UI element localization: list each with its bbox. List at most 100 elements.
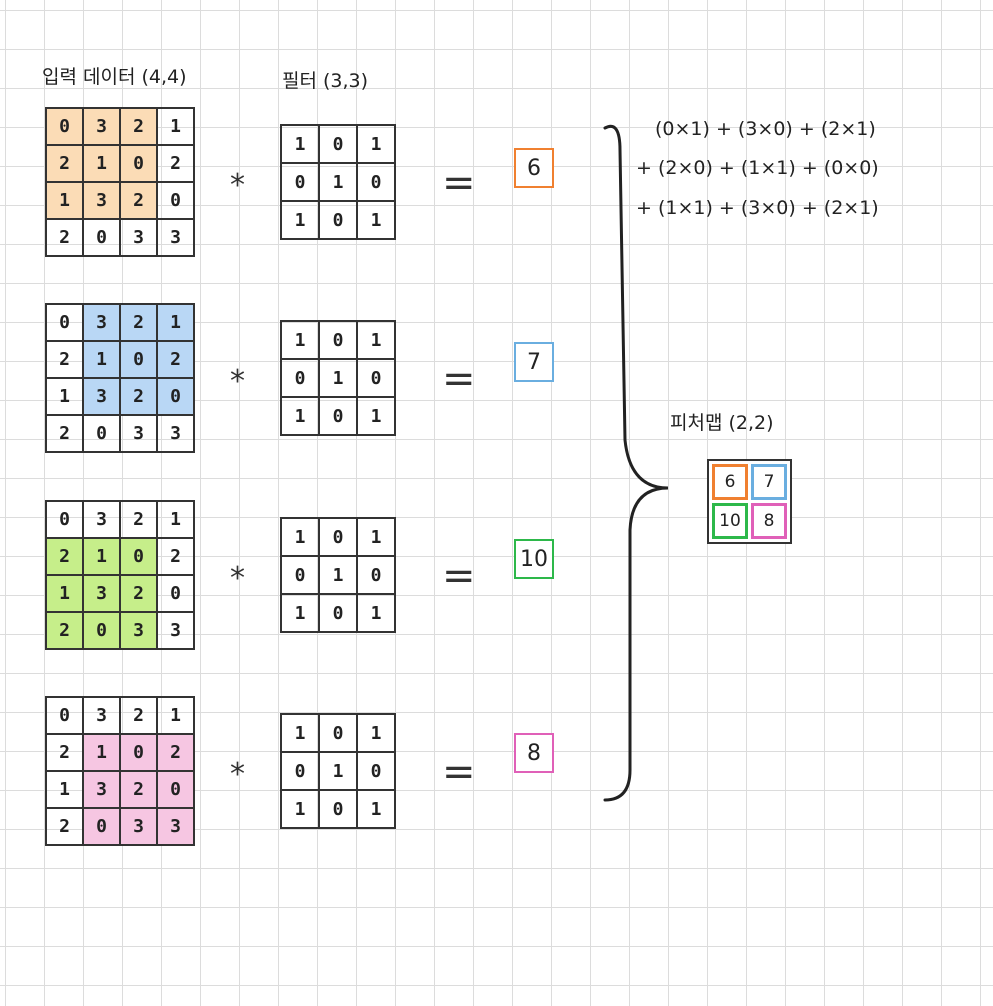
input-cell: 0 xyxy=(45,107,84,146)
filter-cell: 0 xyxy=(356,162,396,202)
equals-sign: = xyxy=(442,356,476,402)
input-cell: 2 xyxy=(119,377,158,416)
filter-cell: 0 xyxy=(356,555,396,595)
result-value: 7 xyxy=(514,342,554,382)
input-data-title: 입력 데이터 (4,4) xyxy=(42,66,187,88)
filter-cell: 1 xyxy=(280,593,320,633)
filter-cell: 1 xyxy=(280,124,320,164)
input-cell: 1 xyxy=(45,181,84,220)
equals-sign: = xyxy=(442,553,476,599)
convolution-operator: * xyxy=(230,168,245,203)
input-cell: 3 xyxy=(82,500,121,539)
input-cell: 0 xyxy=(45,303,84,342)
filter-cell: 1 xyxy=(356,789,396,829)
input-cell: 2 xyxy=(45,340,84,379)
input-cell: 1 xyxy=(156,107,195,146)
input-cell: 0 xyxy=(156,181,195,220)
feature-map-cell: 7 xyxy=(751,464,787,500)
filter-cell: 0 xyxy=(318,320,358,360)
input-cell: 1 xyxy=(45,574,84,613)
result-value: 6 xyxy=(514,148,554,188)
input-cell: 2 xyxy=(45,537,84,576)
input-cell: 2 xyxy=(119,500,158,539)
feature-map-cell: 10 xyxy=(712,503,748,539)
convolution-operator: * xyxy=(230,561,245,596)
filter-cell: 1 xyxy=(356,396,396,436)
input-cell: 3 xyxy=(82,181,121,220)
input-cell: 3 xyxy=(119,807,158,846)
input-cell: 2 xyxy=(156,537,195,576)
filter-cell: 0 xyxy=(356,358,396,398)
filter-cell: 1 xyxy=(356,320,396,360)
input-cell: 0 xyxy=(45,696,84,735)
filter-cell: 1 xyxy=(318,751,358,791)
input-cell: 3 xyxy=(156,807,195,846)
filter-cell: 1 xyxy=(280,789,320,829)
result-value: 10 xyxy=(514,539,554,579)
input-cell: 3 xyxy=(119,611,158,650)
filter-cell: 1 xyxy=(280,200,320,240)
input-cell: 2 xyxy=(119,770,158,809)
filter-cell: 1 xyxy=(356,200,396,240)
input-cell: 2 xyxy=(45,414,84,453)
input-cell: 3 xyxy=(156,414,195,453)
filter-cell: 1 xyxy=(356,713,396,753)
convolution-operator: * xyxy=(230,364,245,399)
input-cell: 3 xyxy=(119,414,158,453)
equals-sign: = xyxy=(442,160,476,206)
filter-cell: 0 xyxy=(318,200,358,240)
input-cell: 0 xyxy=(119,144,158,183)
filter-cell: 0 xyxy=(280,358,320,398)
input-cell: 0 xyxy=(119,537,158,576)
filter-title: 필터 (3,3) xyxy=(282,70,369,92)
feature-map-title: 피처맵 (2,2) xyxy=(670,412,774,434)
input-cell: 0 xyxy=(82,611,121,650)
filter-cell: 0 xyxy=(318,517,358,557)
input-cell: 1 xyxy=(82,340,121,379)
input-cell: 2 xyxy=(45,807,84,846)
input-cell: 0 xyxy=(82,414,121,453)
input-cell: 2 xyxy=(156,733,195,772)
equals-sign: = xyxy=(442,749,476,795)
filter-cell: 1 xyxy=(280,713,320,753)
input-cell: 2 xyxy=(156,340,195,379)
input-cell: 1 xyxy=(82,144,121,183)
input-cell: 1 xyxy=(156,696,195,735)
input-cell: 0 xyxy=(45,500,84,539)
feature-map-cell: 8 xyxy=(751,503,787,539)
input-cell: 2 xyxy=(119,696,158,735)
input-cell: 0 xyxy=(156,574,195,613)
filter-cell: 1 xyxy=(356,593,396,633)
filter-cell: 0 xyxy=(280,555,320,595)
input-cell: 0 xyxy=(156,377,195,416)
input-cell: 2 xyxy=(45,144,84,183)
filter-cell: 0 xyxy=(280,162,320,202)
input-cell: 1 xyxy=(156,500,195,539)
filter-cell: 1 xyxy=(318,162,358,202)
feature-map-cell: 6 xyxy=(712,464,748,500)
filter-cell: 1 xyxy=(318,555,358,595)
input-cell: 2 xyxy=(45,218,84,257)
input-cell: 2 xyxy=(45,733,84,772)
input-cell: 3 xyxy=(82,377,121,416)
filter-cell: 1 xyxy=(280,320,320,360)
input-cell: 3 xyxy=(82,770,121,809)
filter-cell: 1 xyxy=(318,358,358,398)
convolution-operator: * xyxy=(230,757,245,792)
input-cell: 1 xyxy=(82,537,121,576)
input-cell: 1 xyxy=(45,377,84,416)
input-cell: 0 xyxy=(156,770,195,809)
input-cell: 3 xyxy=(156,611,195,650)
input-cell: 1 xyxy=(45,770,84,809)
input-cell: 1 xyxy=(82,733,121,772)
filter-cell: 1 xyxy=(280,396,320,436)
input-cell: 3 xyxy=(82,107,121,146)
input-cell: 3 xyxy=(82,696,121,735)
